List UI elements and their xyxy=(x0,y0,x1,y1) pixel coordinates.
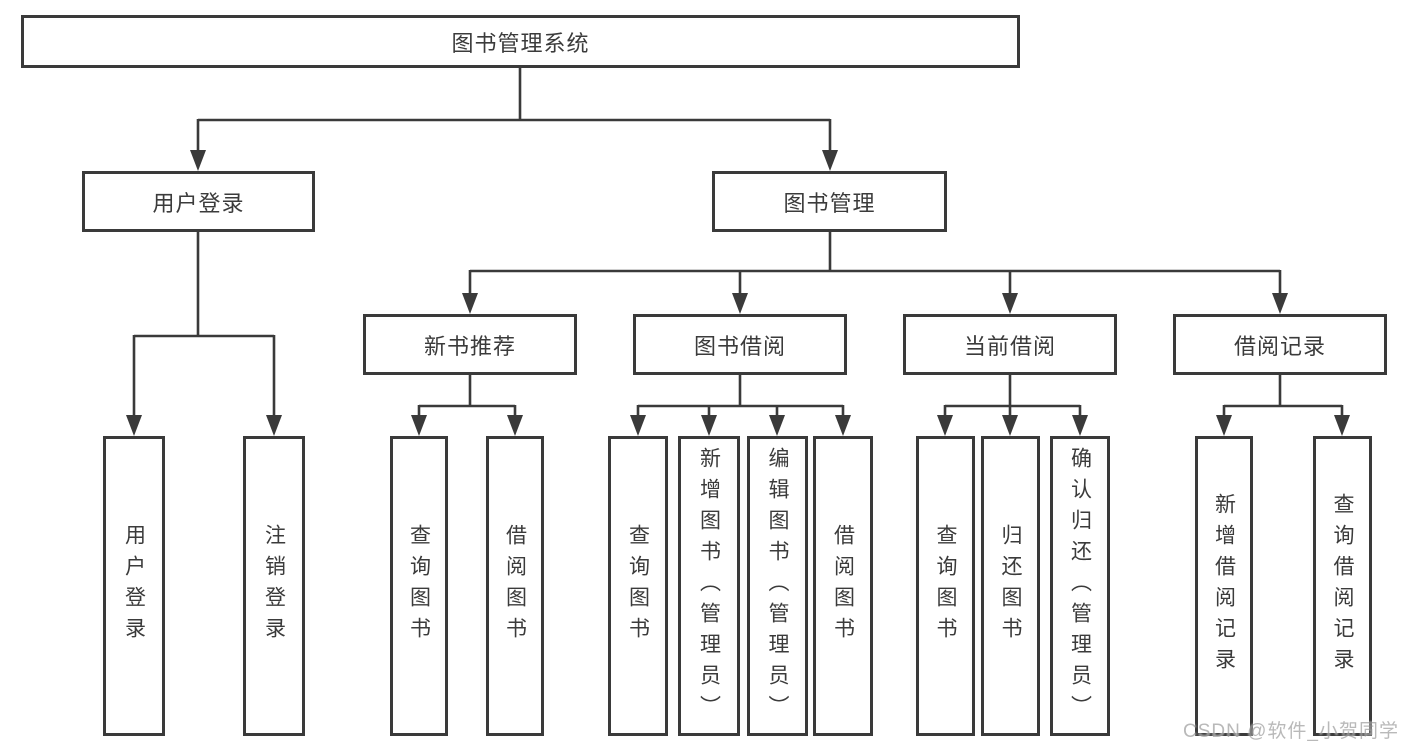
leaf-user-login: 用户登录 xyxy=(103,436,165,736)
leaf-edit-books-admin: 编辑图书（管理员） xyxy=(747,436,808,736)
leaf-add-books-admin: 新增图书（管理员） xyxy=(678,436,740,736)
leaf-return-books: 归还图书 xyxy=(981,436,1040,736)
leaf-confirm-return-admin: 确认归还（管理员） xyxy=(1050,436,1110,736)
leaf-query-borrow-record: 查询借阅记录 xyxy=(1313,436,1372,736)
node-book-borrow: 图书借阅 xyxy=(633,314,847,375)
node-book-management: 图书管理 xyxy=(712,171,947,232)
leaf-borrow-books-1: 借阅图书 xyxy=(486,436,544,736)
leaf-query-books-2: 查询图书 xyxy=(608,436,668,736)
csdn-watermark: CSDN @软件_小贺同学 xyxy=(1183,721,1399,742)
node-current-borrow: 当前借阅 xyxy=(903,314,1117,375)
leaf-borrow-books-2: 借阅图书 xyxy=(813,436,873,736)
leaf-query-books-1: 查询图书 xyxy=(390,436,448,736)
leaf-logout: 注销登录 xyxy=(243,436,305,736)
node-borrow-records: 借阅记录 xyxy=(1173,314,1387,375)
node-root: 图书管理系统 xyxy=(21,15,1020,68)
leaf-query-books-3: 查询图书 xyxy=(916,436,975,736)
node-user-login: 用户登录 xyxy=(82,171,315,232)
leaf-add-borrow-record: 新增借阅记录 xyxy=(1195,436,1253,736)
node-new-book-recommend: 新书推荐 xyxy=(363,314,577,375)
